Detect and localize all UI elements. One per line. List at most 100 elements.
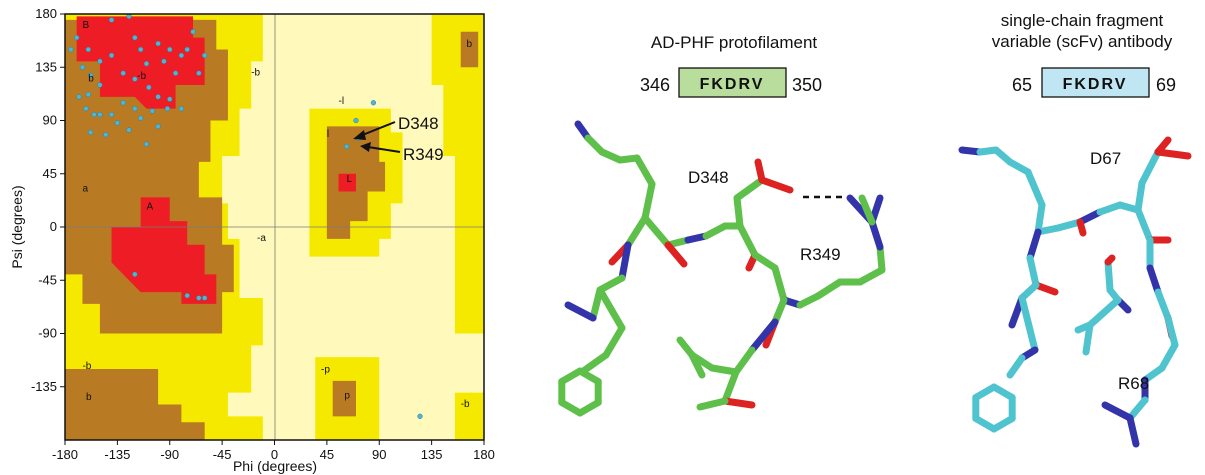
rama-point-29 xyxy=(108,111,115,118)
rama-point-12 xyxy=(167,46,173,53)
rama-point-24 xyxy=(97,82,103,88)
rama-region-5 xyxy=(111,197,217,304)
cyan-model-bond-8 xyxy=(1076,208,1104,226)
cyan-model-bond-15 xyxy=(1076,218,1087,237)
cyan-model-bond-5 xyxy=(1034,201,1046,236)
rama-point-49 xyxy=(353,117,359,124)
rama-point-28 xyxy=(97,111,103,118)
rama-point-21 xyxy=(167,96,173,102)
rama-point-11 xyxy=(161,58,167,64)
scfv-end-number: 69 xyxy=(1156,75,1176,95)
rama-point-10 xyxy=(155,40,161,47)
rama-region-4 xyxy=(76,16,205,109)
rama-point-1 xyxy=(85,46,91,53)
cyan-model-bond-26 xyxy=(1126,396,1149,422)
scfv-stick-model xyxy=(958,136,1192,448)
label-r68: R68 xyxy=(1118,374,1149,393)
rama-region-label: l xyxy=(327,129,329,140)
y-tick-label: 180 xyxy=(35,6,57,21)
rama-region-12 xyxy=(332,380,356,417)
rama-point-48 xyxy=(202,295,208,301)
cyan-model-bond-37 xyxy=(1026,254,1040,289)
cyan-model-bond-31 xyxy=(1104,258,1114,294)
green-model-bond-38 xyxy=(721,368,740,405)
rama-point-3 xyxy=(87,72,94,79)
rama-point-30 xyxy=(114,120,121,126)
rama-point-32 xyxy=(138,115,144,121)
rama-region-label: -b xyxy=(251,68,260,79)
rama-point-44 xyxy=(143,141,150,147)
rama-point-16 xyxy=(190,29,196,35)
rama-point-15 xyxy=(184,46,190,53)
cyan-model-bond-12 xyxy=(1138,148,1162,187)
green-model-bond-12 xyxy=(733,176,766,202)
green-model-bond-29 xyxy=(858,194,876,226)
rama-point-35 xyxy=(164,106,171,112)
arrow-d348-head xyxy=(353,130,366,140)
arrow-r349-head xyxy=(360,142,371,152)
green-model-bond-34 xyxy=(708,364,740,376)
x-tick-label: 0 xyxy=(271,447,278,462)
rama-point-7 xyxy=(132,35,138,41)
rama-point-23 xyxy=(108,52,115,59)
cyan-model-bond-28 xyxy=(1126,414,1140,448)
green-model-bond-22 xyxy=(814,278,844,300)
rama-region-3 xyxy=(65,369,205,440)
x-tick-label: -45 xyxy=(213,447,232,462)
rama-region-label: -b xyxy=(137,71,146,82)
rama-point-33 xyxy=(149,108,155,114)
rama-point-22 xyxy=(178,106,185,112)
rama-point-25 xyxy=(85,91,91,98)
x-tick-label: -180 xyxy=(52,447,78,462)
rama-point-8 xyxy=(138,46,144,53)
scfv-title-line1: single-chain fragment xyxy=(1001,11,1164,30)
green-model-bond-32 xyxy=(748,318,779,354)
rama-point-45 xyxy=(132,271,138,277)
ad-phf-title: AD-PHF protofilament xyxy=(651,33,818,52)
green-model-bond-33 xyxy=(732,346,756,376)
green-model-bond-40 xyxy=(696,397,729,411)
arrow-r349 xyxy=(367,146,401,153)
rama-region-label: b xyxy=(467,39,473,50)
green-model-bond-48 xyxy=(602,324,626,359)
x-tick-label: 135 xyxy=(421,447,443,462)
cyan-model-bond-20 xyxy=(1154,288,1172,322)
green-model-bond-6 xyxy=(641,214,672,249)
scfv-sequence-box xyxy=(1041,67,1150,98)
rama-point-14 xyxy=(178,52,185,59)
y-tick-label: -45 xyxy=(38,272,57,287)
rama-point-20 xyxy=(155,94,161,100)
y-tick-label: -135 xyxy=(31,379,57,394)
rama-region-label: b xyxy=(86,392,92,403)
green-model-bond-24 xyxy=(856,266,886,286)
ad-phf-stick-model xyxy=(558,120,886,417)
green-model-bond-37 xyxy=(688,351,706,379)
green-model-bond-39 xyxy=(721,397,756,409)
green-model-bond-9 xyxy=(702,222,729,240)
ad-phf-sequence: FKDRV xyxy=(700,76,765,93)
rama-regions xyxy=(65,14,484,440)
green-model-bond-19 xyxy=(771,264,788,304)
rama-points xyxy=(68,13,423,419)
rama-point-38 xyxy=(87,129,94,135)
cyan-model-bond-7 xyxy=(1054,218,1084,232)
rama-point-2 xyxy=(79,64,86,70)
rama-region-label: L xyxy=(347,174,353,185)
ad-phf-panel: AD-PHF protofilament 346 FKDRV 350 D348 … xyxy=(558,33,886,417)
rama-region-label: -b xyxy=(82,361,91,372)
scfv-panel: single-chain fragment variable (scFv) an… xyxy=(958,11,1192,448)
cyan-model-bond-14 xyxy=(1154,148,1192,160)
cyan-model-bond-27 xyxy=(1101,401,1134,422)
scfv-start-number: 65 xyxy=(1012,75,1032,95)
y-tick-label: 90 xyxy=(43,113,57,128)
rama-region-label: -a xyxy=(257,233,266,244)
rama-region-label: -p xyxy=(321,365,330,376)
cyan-model-bond-41 xyxy=(1018,294,1039,354)
green-model-bond-43 xyxy=(618,241,632,282)
y-tick-label: -90 xyxy=(38,326,57,341)
green-model-bond-30 xyxy=(771,296,788,326)
rama-region-label: A xyxy=(146,201,153,212)
green-model-bond-18 xyxy=(751,251,779,272)
rama-point-41 xyxy=(132,106,138,112)
